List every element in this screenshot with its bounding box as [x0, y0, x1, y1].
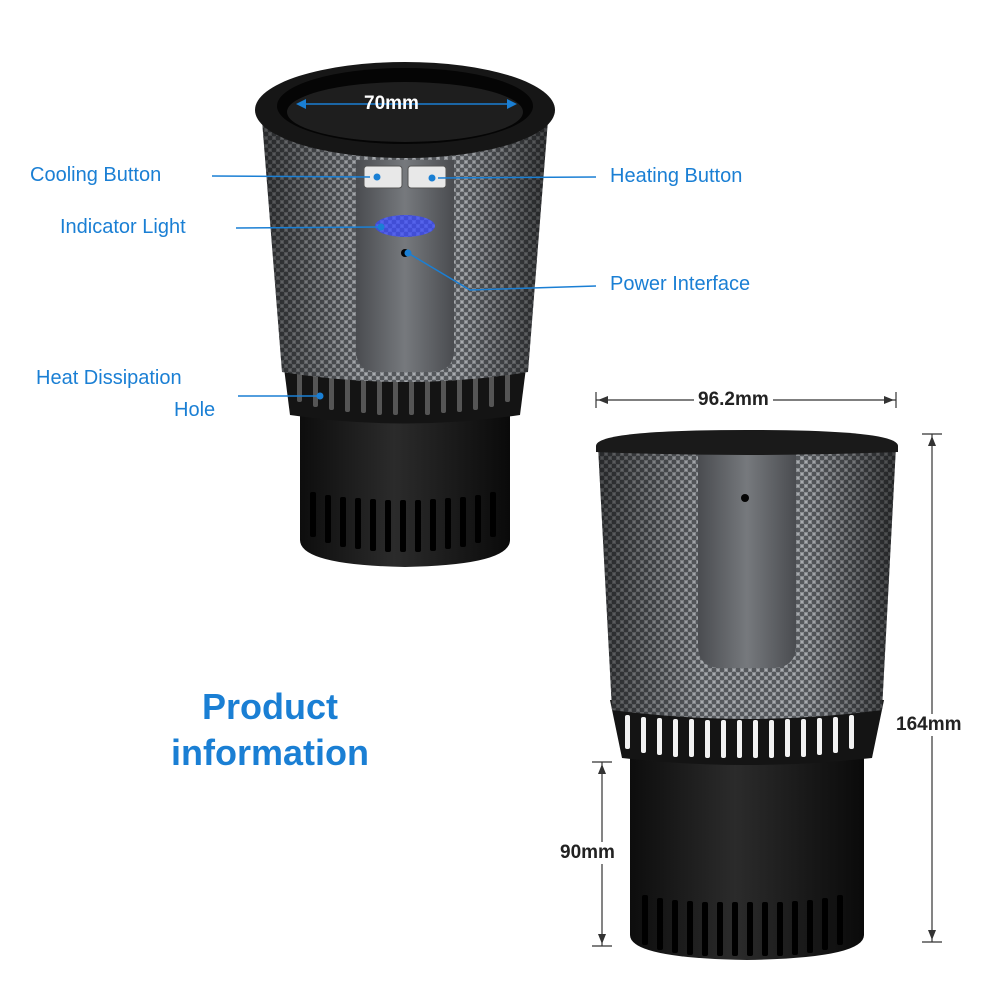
right-dimension-arrows	[598, 396, 936, 944]
right-cup	[596, 430, 898, 960]
indicator-light-label: Indicator Light	[60, 216, 186, 238]
cooling-button-label: Cooling Button	[30, 164, 162, 186]
left-callout-arrows	[296, 99, 517, 257]
heat-dissipation-label-line2: Hole	[174, 399, 216, 421]
headline-line2: information	[171, 732, 369, 773]
left-cup	[255, 62, 555, 567]
total-height-label: 164mm	[892, 714, 966, 736]
headline-line1: Product	[201, 686, 338, 727]
right-base-slots	[642, 895, 843, 956]
inner-diameter-label: 70mm	[364, 93, 419, 114]
left-callout-lines	[211, 103, 597, 397]
right-cup-rim	[596, 430, 898, 455]
right-power-port	[741, 494, 749, 502]
headline: Product information	[140, 684, 400, 776]
left-base-slots	[310, 492, 496, 552]
heating-button-shape	[407, 165, 447, 189]
left-control-strip	[356, 160, 454, 372]
outer-diameter-label: 96.2mm	[694, 389, 773, 411]
right-vent-slots	[625, 715, 854, 758]
left-cup-base	[300, 398, 510, 567]
heat-dissipation-label-line1: Heat Dissipation	[36, 367, 182, 389]
base-height-label: 90mm	[556, 842, 619, 864]
heat-hole-marker	[316, 392, 324, 400]
power-interface-label: Power Interface	[610, 273, 751, 295]
heating-button-label: Heating Button	[610, 165, 743, 187]
right-control-strip	[698, 440, 796, 668]
left-vent-slots	[297, 372, 510, 415]
